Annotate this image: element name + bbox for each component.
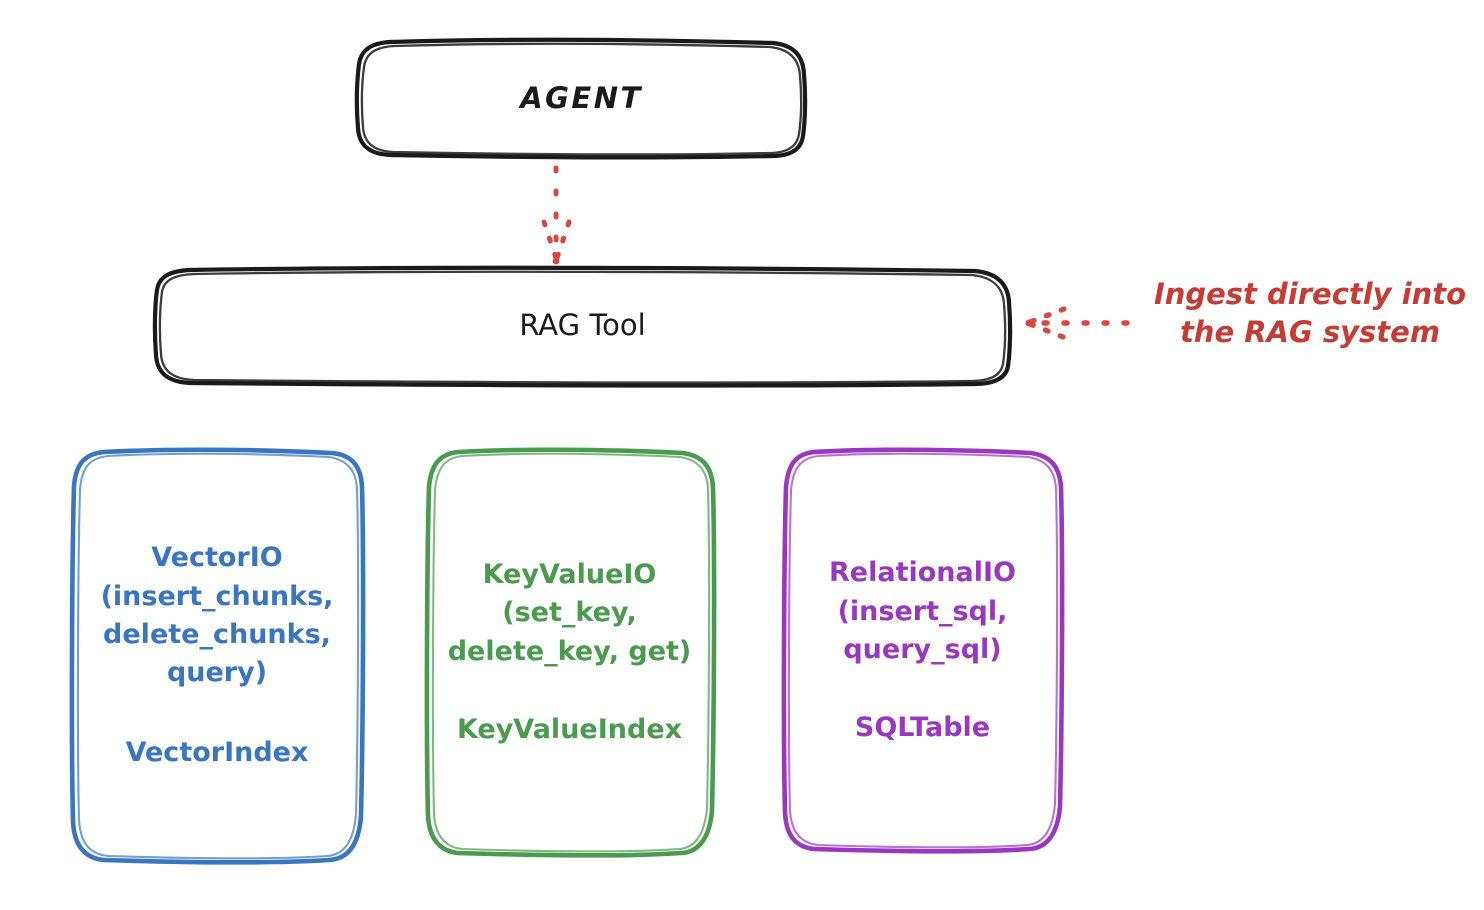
- arrow-down-icon: [541, 165, 572, 265]
- key-value-io-label-group: KeyValueIO (set_key, delete_key, get) Ke…: [426, 450, 713, 855]
- relational-io-label-group: RelationalIO (insert_sql, query_sql) SQL…: [784, 450, 1061, 852]
- agent-node-label: AGENT: [520, 80, 643, 115]
- relational-io-api-text: RelationalIO (insert_sql, query_sql): [829, 557, 1016, 665]
- vector-io-label-group: VectorIO (insert_chunks, delete_chunks, …: [72, 450, 362, 862]
- relational-io-impl-text: SQLTable: [854, 712, 991, 744]
- arrow-left-icon: [1025, 306, 1130, 340]
- key-value-io-api-text: KeyValueIO (set_key, delete_key, get): [447, 558, 692, 667]
- ingest-annotation-text: Ingest directly into the RAG system: [1153, 277, 1467, 349]
- key-value-io-impl-text: KeyValueIndex: [456, 713, 683, 745]
- vector-io-api-text: VectorIO (insert_chunks, delete_chunks, …: [100, 542, 334, 689]
- vector-io-impl-text: VectorIndex: [125, 737, 309, 769]
- rag-tool-node-label: RAG Tool: [519, 307, 646, 342]
